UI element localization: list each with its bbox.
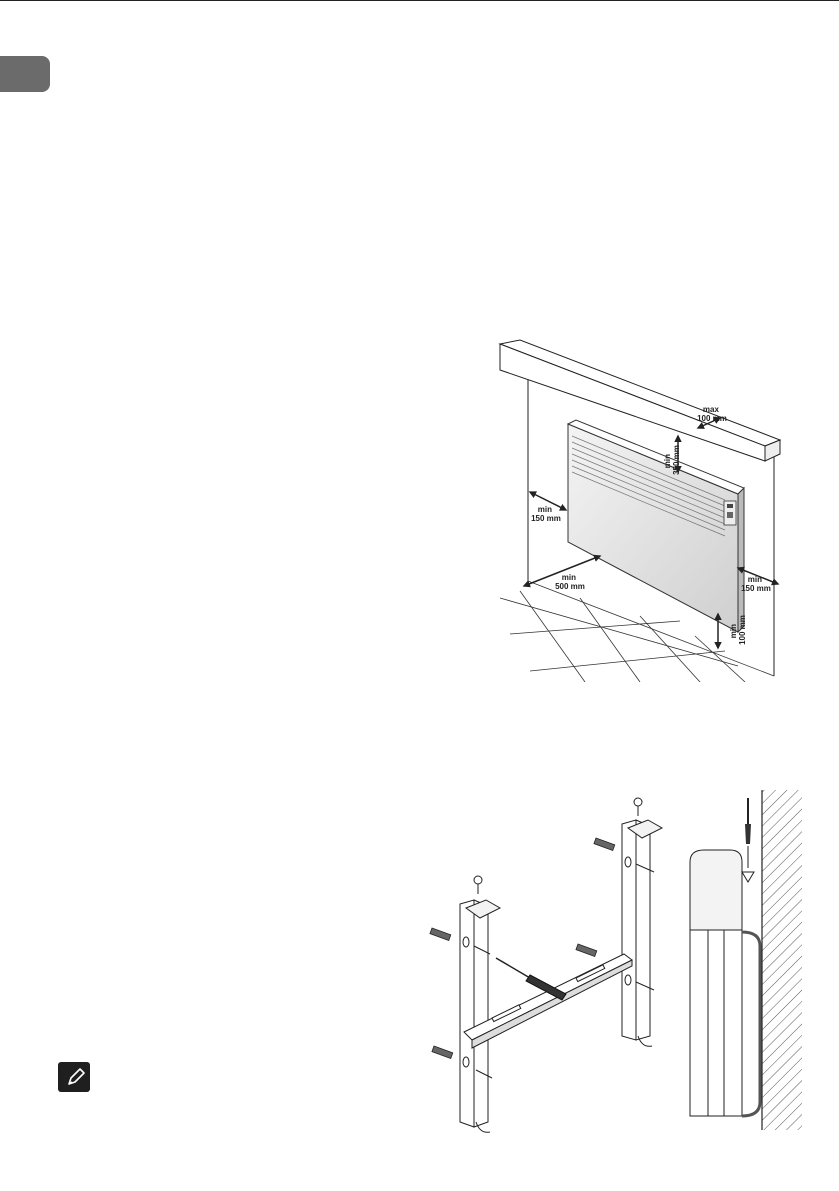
label-min-500: min 500 mm [555, 573, 585, 591]
label-min-350: min 350 mm [663, 445, 681, 475]
left-bracket [459, 899, 502, 1133]
cross-bar [463, 953, 633, 1049]
dimension-arrows [522, 417, 780, 650]
label-min-150-right: min 150 mm [741, 575, 771, 593]
screwdriver [495, 957, 567, 1001]
heater-side-view [689, 849, 762, 1118]
pencil-icon [58, 1062, 90, 1092]
wall-plugs [429, 837, 616, 1059]
language-tab [0, 56, 50, 92]
right-bracket [621, 819, 664, 1047]
label-min-100-floor: min 100 mm [729, 615, 747, 645]
shelf [498, 339, 782, 462]
floor-tiles [499, 580, 775, 682]
screws [473, 797, 655, 1079]
label-min-150-left: min 150 mm [531, 505, 561, 523]
mounting-diagram [429, 790, 802, 1133]
top-rule [0, 0, 839, 1]
label-max-100: max 100 mm [697, 405, 727, 423]
top-screwdriver [741, 798, 755, 883]
wall-section [761, 790, 802, 1130]
clearance-diagram: max 100 mm min 350 mm min 150 mm min 150… [498, 339, 782, 682]
heater [566, 419, 745, 634]
